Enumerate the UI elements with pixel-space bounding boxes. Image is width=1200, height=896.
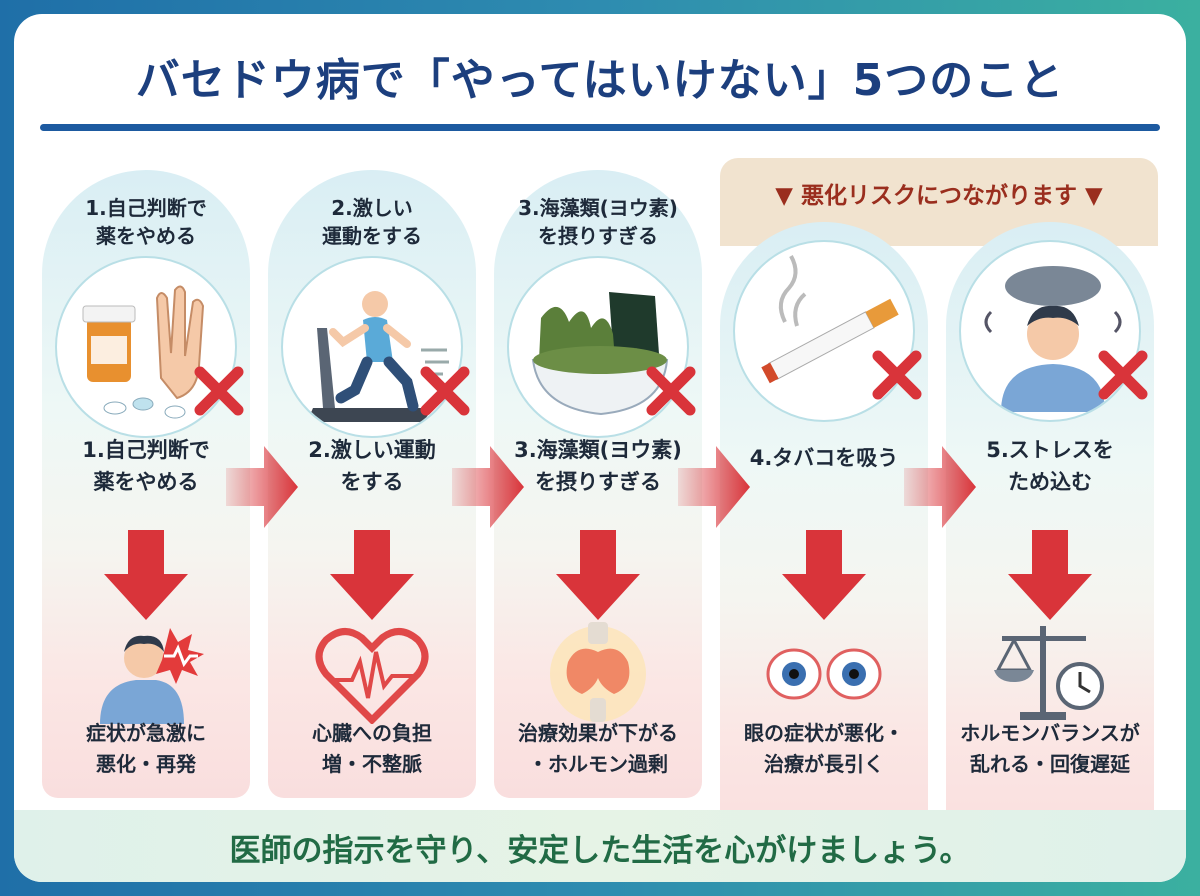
right-arrow-icon xyxy=(226,446,298,528)
thyroid-icon xyxy=(550,622,646,722)
down-arrow-icon xyxy=(104,530,188,620)
prohibited-x-icon xyxy=(646,366,696,416)
risk-banner-label: ▼ 悪化リスクにつながります ▼ xyxy=(775,183,1103,209)
red-eyes-icon xyxy=(766,648,882,700)
item-action: 5.ストレスを ため込む xyxy=(986,438,1114,494)
title-divider xyxy=(40,124,1160,131)
chest-pain-icon xyxy=(100,628,204,724)
item-header: 2.激しい 運動をする xyxy=(322,196,422,248)
item-action: 2.激しい運動 をする xyxy=(308,438,436,494)
item-card-1: 1.自己判断で 薬をやめる 1.自己判断で 薬をやめる xyxy=(42,170,250,798)
item-action: 4.タバコを吸う xyxy=(749,446,899,470)
item-card-5: 5.ストレスを ため込む ホルモンバランスが 乱れる・回復遅延 xyxy=(946,222,1154,850)
footer-message: 医師の指示を守り、安定した生活を心がけましょう。 xyxy=(229,833,971,869)
prohibited-x-icon xyxy=(194,366,244,416)
item-result: 心臓への負担 増・不整脈 xyxy=(312,721,432,776)
seaweed-bowl-icon xyxy=(507,256,689,438)
down-arrow-icon xyxy=(556,530,640,620)
item-result: 眼の症状が悪化・ 治療が長引く xyxy=(744,721,904,776)
item-result: ホルモンバランスが 乱れる・回復遅延 xyxy=(960,721,1140,776)
item-result: 症状が急激に 悪化・再発 xyxy=(86,721,206,776)
treadmill-runner-icon xyxy=(281,256,463,438)
item-action: 1.自己判断で 薬をやめる xyxy=(82,438,210,494)
item-result: 治療効果が下がる ・ホルモン過剰 xyxy=(518,721,678,776)
right-arrow-icon xyxy=(904,446,976,528)
item-card-2: 2.激しい 運動をする 2.激しい運動 をする 心臓への負担 増・不整脈 xyxy=(268,170,476,798)
down-arrow-icon xyxy=(1008,530,1092,620)
item-header: 1.自己判断で 薬をやめる xyxy=(85,196,207,248)
scale-clock-icon xyxy=(994,626,1104,720)
right-arrow-icon xyxy=(452,446,524,528)
down-arrow-icon xyxy=(782,530,866,620)
down-arrow-icon xyxy=(330,530,414,620)
right-arrow-icon xyxy=(678,446,750,528)
page-title: バセドウ病で「やってはいけない」5つのこと xyxy=(135,55,1065,106)
footer-banner: 医師の指示を守り、安定した生活を心がけましょう。 xyxy=(14,810,1186,882)
prohibited-x-icon xyxy=(872,350,922,400)
item-card-4: 4.タバコを吸う 眼の症状が悪化・ 治療が長引く xyxy=(720,222,928,850)
item-header: 3.海藻類(ヨウ素) を摂りすぎる xyxy=(518,196,678,248)
prohibited-x-icon xyxy=(1098,350,1148,400)
prohibited-x-icon xyxy=(420,366,470,416)
heart-ecg-icon xyxy=(315,628,429,724)
item-action: 3.海藻類(ヨウ素) を摂りすぎる xyxy=(514,438,682,494)
item-card-3: 3.海藻類(ヨウ素) を摂りすぎる 3.海藻類(ヨウ素) を摂りすぎる 治療効果… xyxy=(494,170,702,798)
infographic-card: バセドウ病で「やってはいけない」5つのこと ▼ 悪化リスクにつながります ▼ 1… xyxy=(14,14,1186,882)
